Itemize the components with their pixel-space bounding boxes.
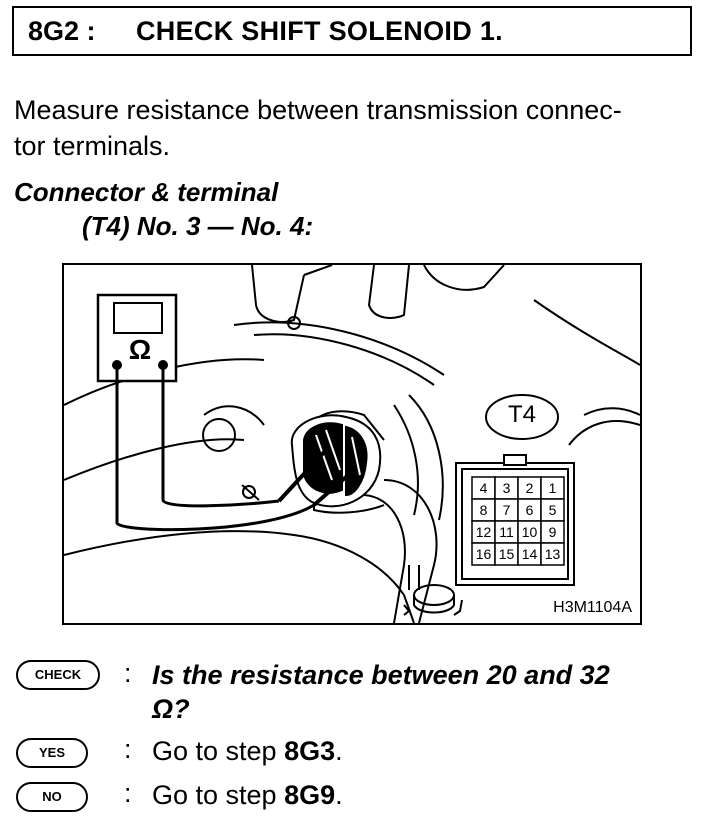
check-question-line-2: Ω? — [152, 694, 190, 724]
pin-label: 7 — [503, 502, 511, 518]
yes-suffix: . — [335, 736, 343, 766]
pin-label: 4 — [480, 480, 488, 496]
check-question: Is the resistance between 20 and 32 Ω? — [152, 658, 610, 726]
instruction-text: Measure resistance between transmission … — [14, 92, 694, 164]
yes-badge: YES — [16, 738, 88, 768]
pin-label: 10 — [522, 524, 538, 540]
pin-cell — [540, 542, 565, 566]
check-question-line-1: Is the resistance between 20 and 32 — [152, 660, 610, 690]
connector-heading: Connector & terminal — [14, 177, 279, 207]
no-prefix: Go to step — [152, 780, 285, 810]
figure-code: H3M1104A — [553, 599, 632, 616]
yes-prefix: Go to step — [152, 736, 285, 766]
pin-label: 9 — [549, 524, 557, 540]
ohm-symbol: Ω — [129, 334, 151, 365]
yes-instruction: Go to step 8G3. — [152, 734, 343, 768]
pin-label: 3 — [503, 480, 511, 496]
check-colon: : — [124, 658, 132, 688]
pin-label: 8 — [480, 502, 488, 518]
no-badge: NO — [16, 782, 88, 812]
pin-label: 16 — [476, 546, 492, 562]
pin-label: 13 — [545, 546, 561, 562]
pin-label: 11 — [499, 524, 514, 540]
pin-label: 12 — [476, 524, 492, 540]
connector-spec: (T4) No. 3 — No. 4: — [82, 211, 314, 241]
step-header: 8G2 : CHECK SHIFT SOLENOID 1. — [12, 6, 692, 56]
no-step-ref[interactable]: 8G9 — [284, 780, 336, 810]
pin-label: 1 — [549, 480, 557, 496]
no-colon: : — [124, 778, 132, 808]
instruction-line-1: Measure resistance between transmission … — [14, 95, 622, 125]
pin-label: 5 — [549, 502, 557, 518]
no-suffix: . — [335, 780, 343, 810]
pin-label: 15 — [499, 546, 515, 562]
yes-step-ref[interactable]: 8G3 — [284, 736, 336, 766]
connector-label-t4: T4 — [507, 401, 536, 428]
pin-label: 14 — [522, 546, 538, 562]
pin-label: 2 — [526, 480, 534, 496]
no-instruction: Go to step 8G9. — [152, 778, 343, 812]
step-id: 8G2 : — [28, 16, 96, 46]
check-badge: CHECK — [16, 660, 100, 690]
step-title: CHECK SHIFT SOLENOID 1. — [136, 16, 503, 46]
pin-label: 6 — [526, 502, 534, 518]
instruction-line-2: tor terminals. — [14, 131, 171, 161]
yes-colon: : — [124, 734, 132, 764]
